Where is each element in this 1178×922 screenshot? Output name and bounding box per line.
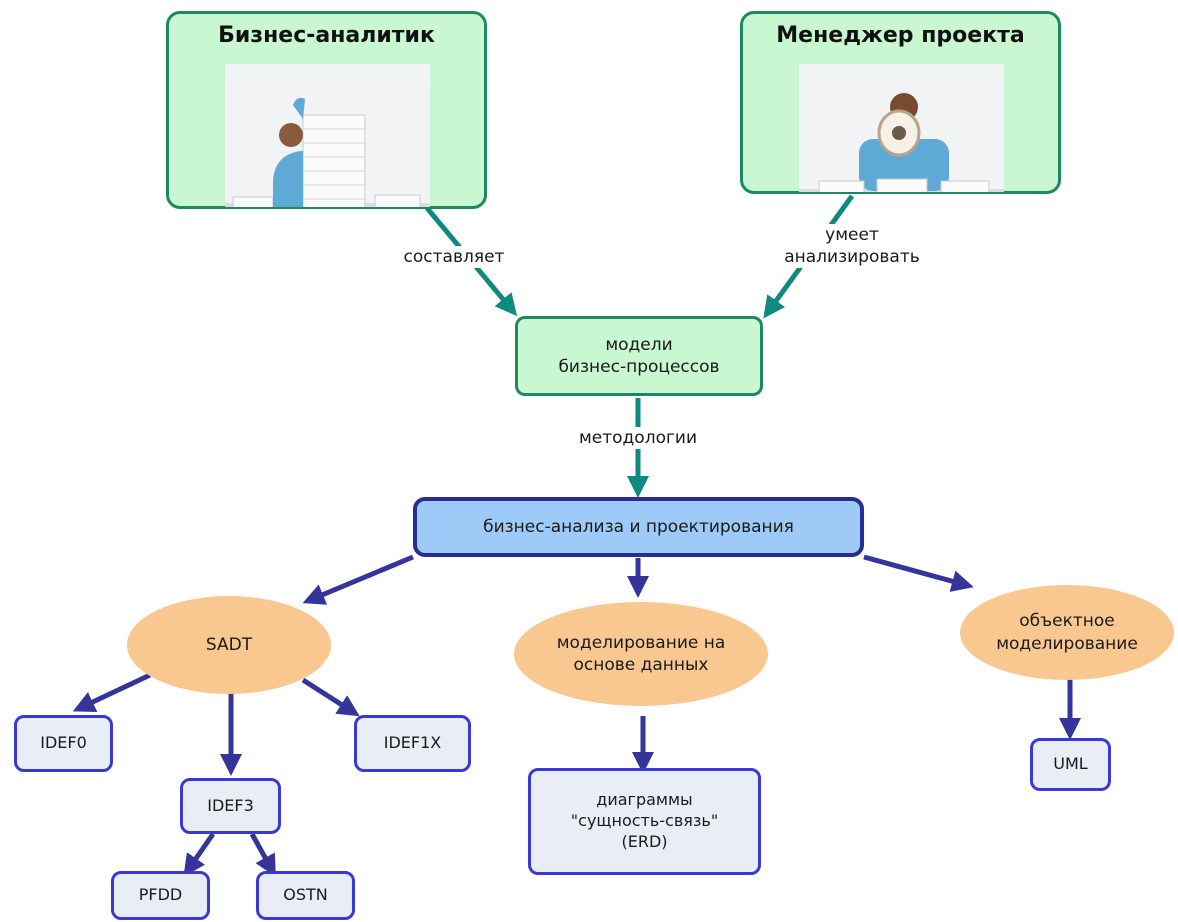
project-manager-photo — [799, 64, 1004, 192]
edge-label-composes: составляет — [384, 246, 524, 269]
project-manager-title: Менеджер проекта — [776, 23, 1025, 48]
edge-label-can-analyze: умеет анализировать — [772, 224, 932, 269]
uml-node: UML — [1030, 738, 1111, 791]
ostn-node: OSTN — [256, 871, 355, 920]
business-analyst-photo — [225, 64, 430, 207]
arrow-methods-to-sadt — [302, 554, 414, 605]
analysis-and-design-methods-node: бизнес-анализа и проектирования — [413, 497, 864, 557]
pfdd-node: PFDD — [111, 871, 210, 920]
arrow-sadt-to-idef1x — [301, 677, 360, 717]
erd-node: диаграммы "сущность-связь" (ERD) — [528, 768, 761, 875]
object-modeling-node: объектное моделирование — [960, 585, 1174, 680]
business-process-models-node: модели бизнес-процессов — [515, 316, 763, 396]
idef3-node: IDEF3 — [180, 778, 281, 834]
idef1x-node: IDEF1X — [354, 715, 471, 772]
business-analyst-title: Бизнес-аналитик — [218, 23, 435, 48]
arrow-idef3-to-ostn — [249, 832, 276, 877]
idef0-node: IDEF0 — [14, 715, 113, 772]
arrow-methods-to-object — [863, 554, 974, 592]
arrow-idef3-to-pfdd — [183, 832, 216, 877]
data-modeling-node: моделирование на основе данных — [514, 602, 768, 706]
business-analyst-card: Бизнес-аналитик — [166, 11, 487, 209]
sadt-node: SADT — [127, 596, 331, 694]
arrow-sadt-to-idef0 — [72, 672, 152, 712]
edge-label-methodologies: методологии — [555, 427, 721, 450]
project-manager-card: Менеджер проекта — [740, 11, 1061, 194]
